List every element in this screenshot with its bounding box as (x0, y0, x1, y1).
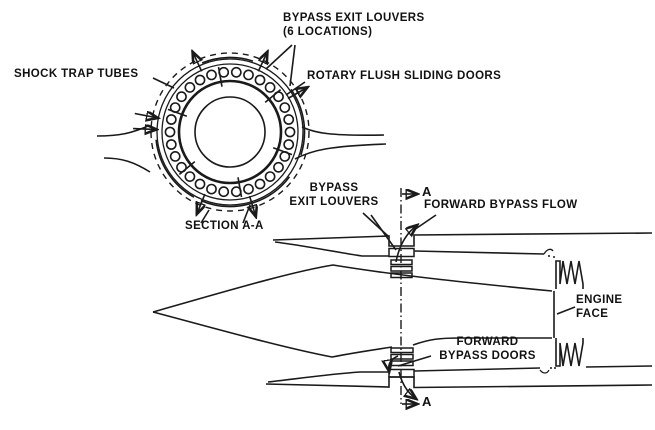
section-view-leaders (152, 44, 306, 224)
label-forward-bypass-flow: FORWARD BYPASS FLOW (424, 199, 578, 211)
upper-bypass-duct-wall (413, 250, 545, 255)
section-aa-view (96, 44, 387, 224)
break-mark-upper (543, 248, 554, 255)
lower-duct-wall (412, 337, 552, 346)
forward-bypass-flow-arrow-upper (395, 226, 416, 263)
label-line: ENGINE (576, 294, 623, 306)
label-line: FACE (576, 307, 609, 320)
inlet-spike (152, 264, 553, 358)
label-shock-trap-tubes: SHOCK TRAP TUBES (14, 68, 139, 80)
compressor-face-symbol-lower (555, 338, 584, 367)
upper-cowl-inner-line (274, 241, 389, 257)
label-line: FORWARD (456, 336, 519, 348)
label-bypass-exit-louvers-6loc: BYPASS EXIT LOUVERS (6 LOCATIONS) (283, 12, 425, 39)
label-section-marker-a-bottom: A (422, 394, 432, 409)
label-line: EXIT LOUVERS (289, 195, 379, 208)
label-rotary-flush-sliding-doors: ROTARY FLUSH SLIDING DOORS (307, 70, 502, 82)
label-line: BYPASS DOORS (439, 349, 536, 362)
shock-trap-tube-ring (164, 66, 296, 198)
label-section-marker-a-top: A (422, 184, 432, 199)
label-section-a-a: SECTION A-A (185, 220, 264, 232)
louver-exit-flow-arrows (193, 53, 306, 215)
aft-lower-line (585, 365, 653, 368)
compressor-face-symbol-upper (555, 260, 584, 289)
label-line: (6 LOCATIONS) (283, 25, 373, 38)
side-view-leaders (362, 212, 576, 370)
shock-trap-inflow-arrows (133, 114, 156, 130)
door-segment-ticks (167, 66, 293, 198)
label-engine-face: ENGINE FACE (576, 294, 623, 321)
label-line: BYPASS EXIT LOUVERS (283, 12, 425, 24)
upper-cowl-outer-line (272, 232, 653, 247)
inner-duct-ring (177, 79, 283, 185)
lower-bypass-duct-wall (413, 367, 541, 372)
label-bypass-exit-louvers-side: BYPASS EXIT LOUVERS (284, 182, 384, 209)
side-profile-view (152, 188, 653, 404)
break-mark-lower (539, 369, 550, 374)
fairing-lines (96, 125, 387, 173)
lower-cowl-outer-line (265, 376, 653, 389)
forward-bypass-flow-arrow-lower (398, 371, 415, 398)
lower-cowl-inner-line (267, 371, 389, 383)
spike-center-circle (194, 96, 266, 168)
label-forward-bypass-doors: FORWARD BYPASS DOORS (430, 336, 545, 363)
label-line: BYPASS (309, 182, 359, 194)
